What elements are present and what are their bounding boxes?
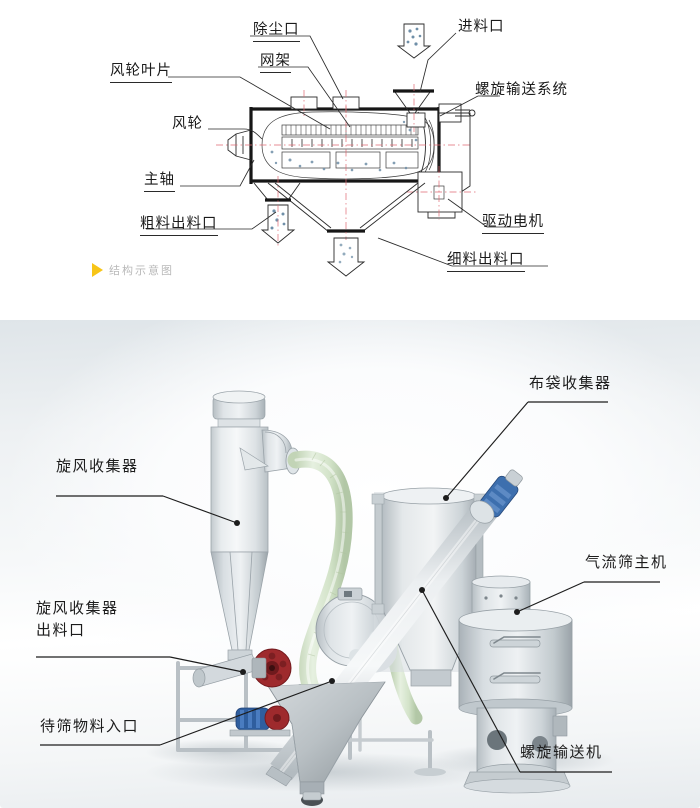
machine-line-drawing: .ln{fill:none;stroke:#2b2b2b;stroke-widt…: [146, 23, 548, 277]
feed-hopper: [267, 681, 386, 806]
photo-label-material-inlet-text: 待筛物料入口: [40, 717, 140, 735]
photo-label-main-machine: 气流筛主机: [585, 552, 668, 574]
diagram-label-feed-inlet: 进料口: [458, 19, 505, 35]
photo-label-cyclone-outlet-line1: 旋风收集器: [36, 599, 119, 617]
photo-label-screw-conveyor-text: 螺旋输送机: [520, 743, 603, 761]
photo-label-main-machine-text: 气流筛主机: [585, 553, 668, 571]
diagram-label-dust-outlet: 除尘口: [253, 22, 300, 42]
photo-label-cyclone-collector-text: 旋风收集器: [56, 457, 139, 475]
photo-label-material-inlet: 待筛物料入口: [40, 716, 139, 738]
diagram-label-screw-system: 螺旋输送系统: [475, 82, 568, 98]
diagram-label-main-shaft: 主轴: [144, 172, 175, 192]
cyclone-separator: [210, 390, 301, 661]
equipment-photo-panel: .ed{fill:none;stroke:#9aa3a9;stroke-widt…: [0, 320, 700, 808]
diagram-label-mesh-frame: 网架: [260, 53, 291, 73]
photo-label-cyclone-outlet: 旋风收集器 出料口: [36, 598, 119, 642]
diagram-label-coarse-outlet: 粗料出料口: [140, 216, 218, 236]
diagram-caption-text: 结构示意图: [109, 264, 174, 277]
diagram-label-drive-motor: 驱动电机: [482, 214, 544, 234]
diagram-label-impeller: 风轮: [172, 116, 203, 132]
diagram-caption: 结构示意图: [92, 262, 174, 278]
airflow-sieve-unit: [458, 575, 573, 794]
photo-label-bag-collector: 布袋收集器: [529, 373, 612, 395]
play-triangle-icon: [92, 263, 103, 277]
photo-label-screw-conveyor: 螺旋输送机: [520, 742, 603, 764]
photo-label-bag-collector-text: 布袋收集器: [529, 374, 612, 392]
diagram-label-impeller-blade: 风轮叶片: [110, 63, 172, 83]
equipment-photograph: .ed{fill:none;stroke:#9aa3a9;stroke-widt…: [36, 390, 660, 806]
photo-label-cyclone-collector: 旋风收集器: [56, 456, 139, 478]
photo-label-cyclone-outlet-line2: 出料口: [36, 620, 86, 639]
diagram-label-fine-outlet: 细料出料口: [447, 252, 525, 272]
structure-diagram-panel: .ln{fill:none;stroke:#2b2b2b;stroke-widt…: [0, 0, 700, 320]
